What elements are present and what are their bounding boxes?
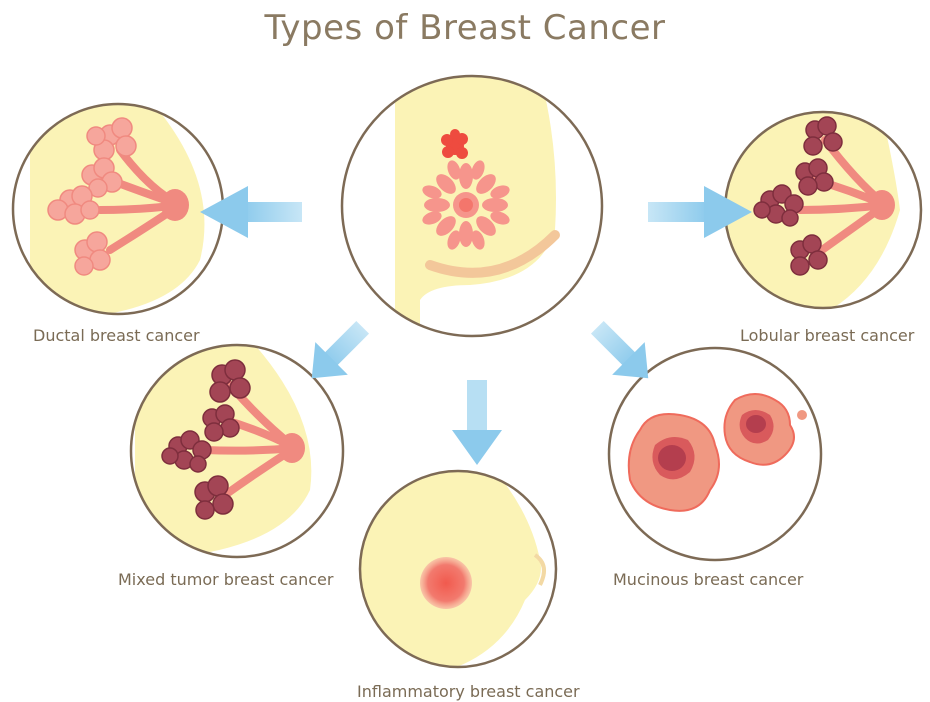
central-breast-illustration [342,75,602,345]
label-ductal: Ductal breast cancer [33,326,200,345]
mixed-tumor-illustration [131,345,343,560]
label-mixed: Mixed tumor breast cancer [118,570,333,589]
inflammatory-illustration [360,465,556,675]
label-lobular: Lobular breast cancer [740,326,914,345]
label-mucinous: Mucinous breast cancer [613,570,803,589]
ductal-illustration [13,100,223,320]
label-inflammatory: Inflammatory breast cancer [357,682,580,701]
lobular-illustration [725,105,921,310]
arrow-to-inflammatory [452,380,502,465]
mucinous-illustration [609,348,821,560]
